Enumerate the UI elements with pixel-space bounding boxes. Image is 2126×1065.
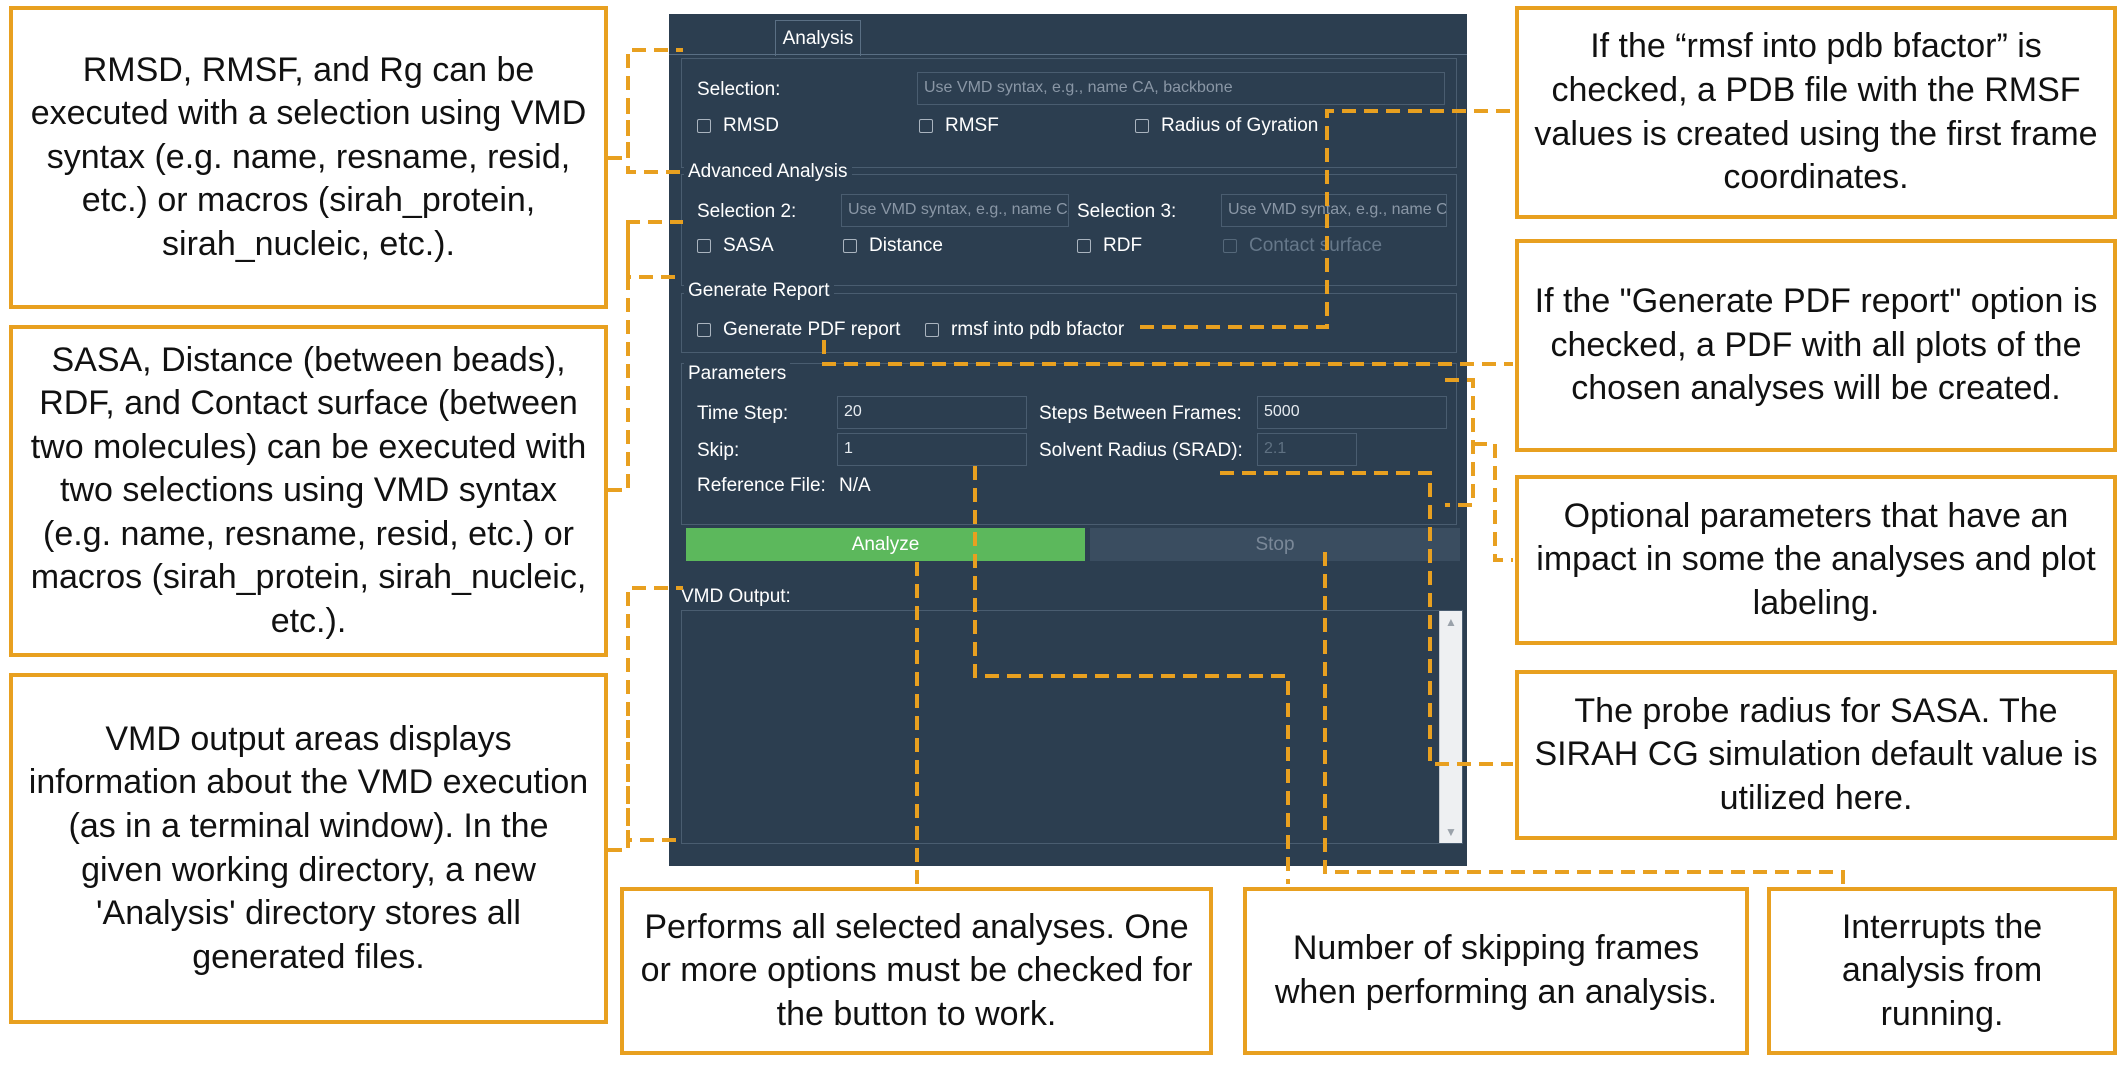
distance-label: Distance [869, 235, 943, 256]
checkbox-box [697, 119, 711, 133]
contact-surface-checkbox[interactable]: Contact surface [1223, 235, 1382, 257]
rmsd-checkbox[interactable]: RMSD [697, 115, 779, 137]
callout-vmd-output: VMD output areas displays information ab… [9, 673, 608, 1024]
analyze-button[interactable]: Analyze [686, 528, 1085, 561]
leader-params-b [1473, 442, 1513, 562]
selection3-input[interactable]: Use VMD syntax, e.g., name CA [1221, 194, 1447, 227]
callout-selection: RMSD, RMSF, and Rg can be executed with … [9, 6, 608, 309]
vmd-output-label: VMD Output: [681, 586, 791, 607]
selection3-label: Selection 3: [1077, 201, 1177, 222]
callout-parameters: Optional parameters that have an impact … [1515, 475, 2117, 645]
generate-pdf-label: Generate PDF report [723, 319, 901, 340]
selection2-input[interactable]: Use VMD syntax, e.g., name CA [841, 194, 1069, 227]
solvent-radius-label: Solvent Radius (SRAD): [1039, 440, 1243, 461]
skip-label: Skip: [697, 440, 740, 461]
steps-between-frames-input[interactable]: 5000 [1257, 396, 1447, 429]
callout-analyze: Performs all selected analyses. One or m… [620, 887, 1213, 1055]
selection2-label: Selection 2: [697, 201, 797, 222]
callout-rmsf-pdb: If the “rmsf into pdb bfactor” is checke… [1515, 6, 2117, 219]
rmsf-checkbox[interactable]: RMSF [919, 115, 999, 137]
tab-analysis[interactable]: Analysis [775, 20, 861, 56]
selection-input[interactable]: Use VMD syntax, e.g., name CA, backbone [917, 72, 1445, 105]
rmsf-bfactor-checkbox[interactable]: rmsf into pdb bfactor [925, 319, 1124, 341]
solvent-radius-input[interactable]: 2.1 [1257, 433, 1357, 466]
checkbox-box [697, 323, 711, 337]
checkbox-box [919, 119, 933, 133]
rg-label: Radius of Gyration [1161, 115, 1319, 136]
distance-checkbox[interactable]: Distance [843, 235, 943, 257]
checkbox-box [1077, 239, 1091, 253]
time-step-input[interactable]: 20 [837, 396, 1027, 429]
sasa-label: SASA [723, 235, 774, 256]
checkbox-box [1135, 119, 1149, 133]
rmsf-bfactor-label: rmsf into pdb bfactor [951, 319, 1125, 340]
rmsf-label: RMSF [945, 115, 999, 136]
callout-advanced-analysis: SASA, Distance (between beads), RDF, and… [9, 325, 608, 657]
parameters-title: Parameters [684, 363, 791, 385]
checkbox-box [1223, 239, 1237, 253]
vmd-output-area[interactable]: ▲ ▼ [681, 610, 1463, 844]
rmsd-label: RMSD [723, 115, 779, 136]
radius-of-gyration-checkbox[interactable]: Radius of Gyration [1135, 115, 1318, 137]
advanced-analysis-group [681, 174, 1457, 286]
scroll-down-icon[interactable]: ▼ [1445, 825, 1457, 839]
rdf-checkbox[interactable]: RDF [1077, 235, 1142, 257]
sasa-checkbox[interactable]: SASA [697, 235, 774, 257]
callout-solvent-radius: The probe radius for SASA. The SIRAH CG … [1515, 670, 2117, 840]
checkbox-box [697, 239, 711, 253]
steps-between-frames-label: Steps Between Frames: [1039, 403, 1242, 424]
contact-surface-label: Contact surface [1249, 235, 1383, 256]
generate-pdf-checkbox[interactable]: Generate PDF report [697, 319, 900, 341]
stop-button[interactable]: Stop [1090, 528, 1460, 561]
tab-underline [669, 54, 1467, 55]
advanced-analysis-title: Advanced Analysis [684, 161, 852, 183]
checkbox-box [843, 239, 857, 253]
selection-label: Selection: [697, 79, 781, 100]
generate-report-title: Generate Report [684, 280, 834, 302]
scroll-up-icon[interactable]: ▲ [1445, 615, 1457, 629]
callout-skip: Number of skipping frames when performin… [1243, 887, 1749, 1055]
time-step-label: Time Step: [697, 403, 789, 424]
rdf-label: RDF [1103, 235, 1143, 256]
checkbox-box [925, 323, 939, 337]
reference-file-label: Reference File: [697, 475, 826, 496]
reference-file-value: N/A [839, 475, 871, 496]
callout-stop: Interrupts the analysis from running. [1767, 887, 2117, 1055]
tab-label: Analysis [782, 27, 854, 49]
output-scrollbar[interactable]: ▲ ▼ [1439, 611, 1462, 843]
analysis-panel: Analysis Selection: Use VMD syntax, e.g.… [669, 14, 1467, 866]
callout-pdf-report: If the "Generate PDF report" option is c… [1515, 239, 2117, 452]
skip-input[interactable]: 1 [837, 433, 1027, 466]
